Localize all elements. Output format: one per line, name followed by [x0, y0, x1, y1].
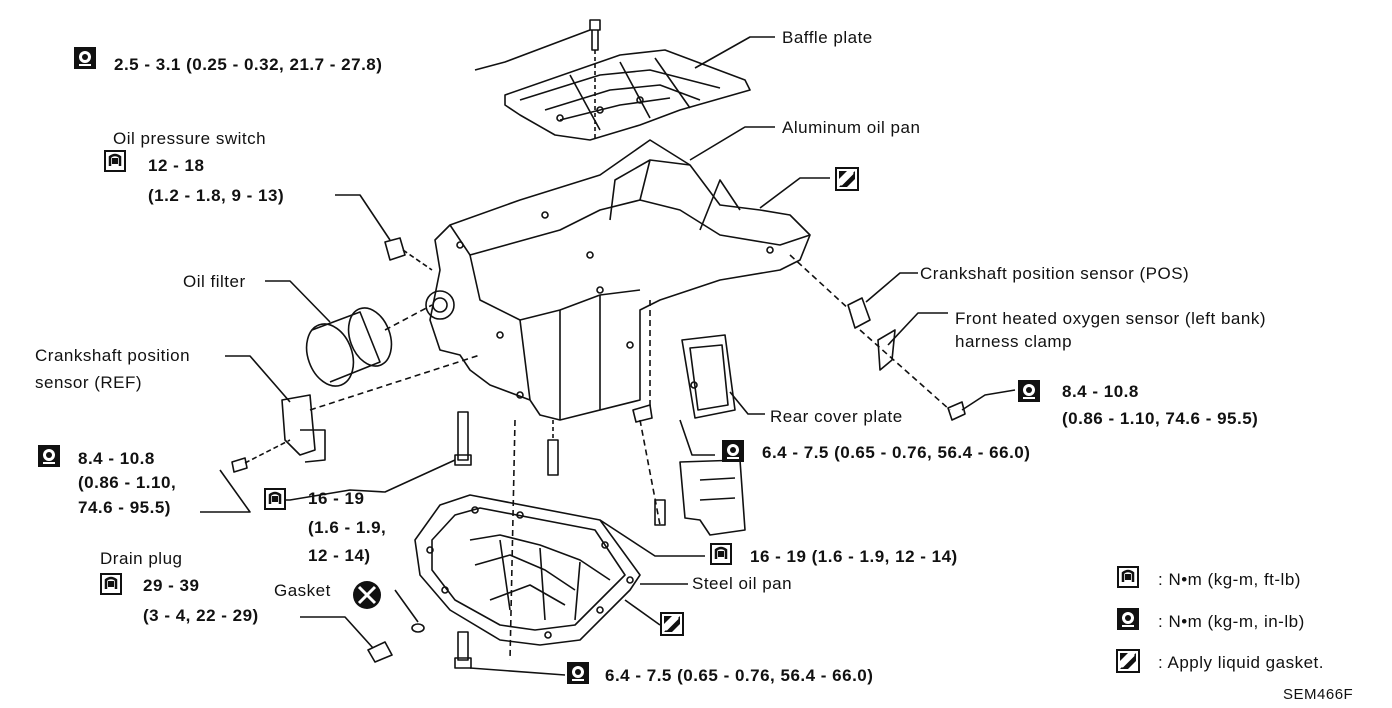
legend-nm-ftlb: : N•m (kg-m, ft-lb): [1158, 570, 1301, 589]
torque-in-lb-icon: [1018, 380, 1040, 402]
do-not-reuse-icon: [353, 581, 381, 609]
torque-ft-lb-icon: [103, 149, 127, 173]
liquid-gasket-icon: [660, 612, 684, 636]
front-o2-label-2: harness clamp: [955, 332, 1073, 351]
legend-nm-inlb: : N•m (kg-m, in-lb): [1158, 612, 1305, 631]
crank-sensor-pos-label: Crankshaft position sensor (POS): [920, 264, 1190, 283]
pos-torque-2: (0.86 - 1.10, 74.6 - 95.5): [1062, 409, 1259, 428]
oil-pressure-switch-torque: 12 - 18: [148, 156, 205, 175]
ref-torque-2: (0.86 - 1.10,: [78, 473, 177, 492]
torque-in-lb-icon: [1117, 608, 1139, 630]
torque-ft-lb-icon: [1116, 565, 1140, 589]
torque-ft-lb-icon: [709, 542, 733, 566]
liquid-gasket-icon: [1116, 649, 1140, 673]
ref-torque-3: 74.6 - 95.5): [78, 498, 171, 517]
drain-plug-label: Drain plug: [100, 549, 183, 568]
rear-cover-torque: 6.4 - 7.5 (0.65 - 0.76, 56.4 - 66.0): [762, 443, 1031, 462]
gasket-label: Gasket: [274, 581, 331, 600]
figure-code: SEM466F: [1283, 686, 1354, 703]
pan-bolt-torque-1: 16 - 19: [308, 489, 365, 508]
drain-plug-torque-1: 29 - 39: [143, 576, 200, 595]
pan-bolt-torque-2: (1.6 - 1.9,: [308, 518, 387, 537]
rear-cover-plate-label: Rear cover plate: [770, 407, 903, 426]
ref-torque-1: 8.4 - 10.8: [78, 449, 155, 468]
steel-oil-pan-label: Steel oil pan: [692, 574, 793, 593]
pan-bolt-torque-3: 12 - 14): [308, 546, 371, 565]
torque-ft-lb-icon: [263, 487, 287, 511]
baffle-bolt-torque: 2.5 - 3.1 (0.25 - 0.32, 21.7 - 27.8): [114, 55, 383, 74]
oil-pressure-switch-torque-detail: (1.2 - 1.8, 9 - 13): [148, 186, 285, 205]
torque-in-lb-icon: [722, 440, 744, 462]
oil-pressure-switch-label: Oil pressure switch: [113, 129, 267, 148]
drain-plug-torque-2: (3 - 4, 22 - 29): [143, 606, 259, 625]
torque-in-lb-icon: [74, 47, 96, 69]
torque-ft-lb-icon: [99, 572, 123, 596]
pos-torque-1: 8.4 - 10.8: [1062, 382, 1139, 401]
aluminum-oil-pan-label: Aluminum oil pan: [782, 118, 921, 137]
liquid-gasket-icon: [835, 167, 859, 191]
torque-in-lb-icon: [38, 445, 60, 467]
steel-pan-bottom-torque: 6.4 - 7.5 (0.65 - 0.76, 56.4 - 66.0): [605, 666, 874, 685]
front-o2-label-1: Front heated oxygen sensor (left bank): [955, 309, 1266, 328]
crank-sensor-ref-label-1: Crankshaft position: [35, 346, 191, 365]
steel-pan-side-torque: 16 - 19 (1.6 - 1.9, 12 - 14): [750, 547, 958, 566]
crank-sensor-ref-label-2: sensor (REF): [35, 373, 143, 392]
legend-liquid-gasket: : Apply liquid gasket.: [1158, 653, 1324, 672]
baffle-plate-label: Baffle plate: [782, 28, 873, 47]
oil-filter-label: Oil filter: [183, 272, 246, 291]
torque-in-lb-icon: [567, 662, 589, 684]
